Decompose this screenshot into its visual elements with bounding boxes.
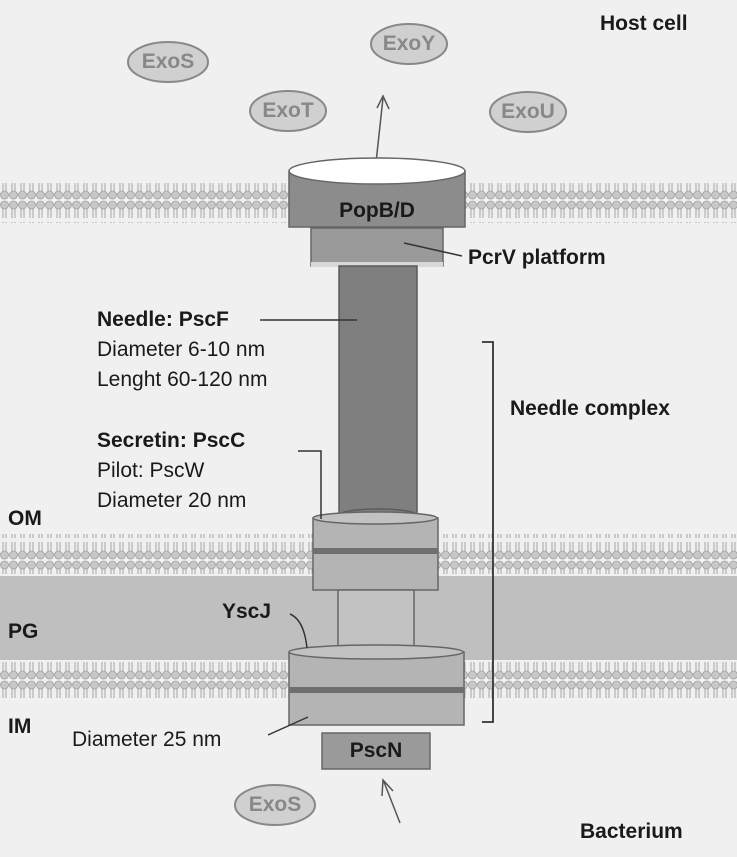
needle-title: Needle: PscF: [97, 308, 229, 331]
needle-length: Lenght 60-120 nm: [97, 368, 268, 391]
needle-complex-bracket: [482, 341, 494, 723]
pg-label: PG: [8, 620, 39, 643]
pcrv-label: PcrV platform: [468, 246, 606, 269]
exou-label: ExoU: [501, 100, 555, 123]
pscn-box: [321, 732, 431, 770]
exou-oval: [489, 91, 567, 133]
exos-bottom-label: ExoS: [248, 793, 302, 816]
popbd-top: [288, 157, 466, 185]
exoy-oval: [370, 23, 448, 65]
base-diameter: Diameter 25 nm: [72, 728, 222, 751]
exos-bottom-oval: [234, 784, 316, 826]
pcrv-leader: [403, 242, 463, 257]
pscn-label: PscN: [349, 739, 403, 762]
secretin-title: Secretin: PscC: [97, 429, 246, 452]
exot-label: ExoT: [262, 99, 314, 122]
om-label: OM: [8, 507, 42, 530]
yscj-label: YscJ: [222, 600, 272, 623]
secretin-pilot: Pilot: PscW: [97, 459, 205, 482]
exoy-label: ExoY: [382, 32, 436, 55]
exos-top-oval: [127, 41, 209, 83]
secretin-leader: [298, 450, 322, 519]
bacterium-label: Bacterium: [580, 820, 683, 843]
popbd-label: PopB/D: [339, 199, 415, 222]
exos-top-label: ExoS: [141, 50, 195, 73]
secretin-diameter: Diameter 20 nm: [97, 489, 247, 512]
exot-oval: [249, 90, 327, 132]
yscj-leader: [289, 613, 308, 649]
inner-rod: [337, 589, 415, 653]
needle-diameter: Diameter 6-10 nm: [97, 338, 266, 361]
entry-arrow: [383, 781, 401, 824]
needle-shaft: [338, 265, 418, 517]
im-label: IM: [8, 715, 32, 738]
needle-complex-label: Needle complex: [510, 397, 670, 420]
base-leader: [267, 716, 309, 736]
host-cell-label: Host cell: [600, 12, 688, 35]
